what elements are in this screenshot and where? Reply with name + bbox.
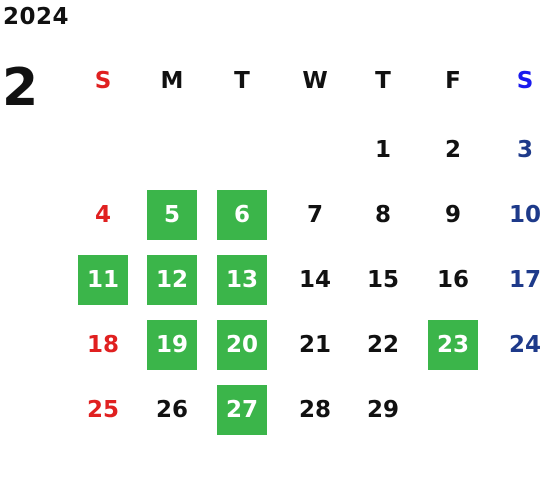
day-cell-21[interactable]: 21 [298, 332, 331, 358]
day-cell-18[interactable]: 18 [86, 332, 119, 358]
day-cell-10[interactable]: 10 [508, 202, 541, 228]
day-cell-8[interactable]: 8 [374, 202, 391, 228]
day-cell-9[interactable]: 9 [444, 202, 461, 228]
weekday-label: S [94, 68, 112, 94]
weekday-label: S [516, 68, 534, 94]
day-cell-13[interactable]: 13 [217, 255, 267, 305]
weekday-label: F [445, 68, 461, 94]
day-cell-16[interactable]: 16 [436, 267, 469, 293]
day-cell-29[interactable]: 29 [366, 397, 399, 423]
day-cell-5[interactable]: 5 [147, 190, 197, 240]
weekday-label: M [160, 68, 184, 94]
day-cell-26[interactable]: 26 [155, 397, 188, 423]
month-number: 2 [2, 58, 39, 118]
day-cell-6[interactable]: 6 [217, 190, 267, 240]
day-cell-20[interactable]: 20 [217, 320, 267, 370]
weekday-label: W [302, 68, 328, 94]
day-cell-4[interactable]: 4 [94, 202, 111, 228]
day-cell-11[interactable]: 11 [78, 255, 128, 305]
day-cell-23[interactable]: 23 [428, 320, 478, 370]
day-cell-28[interactable]: 28 [298, 397, 331, 423]
day-cell-25[interactable]: 25 [86, 397, 119, 423]
day-cell-14[interactable]: 14 [298, 267, 331, 293]
year-label: 2024 [3, 4, 70, 30]
day-cell-17[interactable]: 17 [508, 267, 541, 293]
day-cell-24[interactable]: 24 [508, 332, 541, 358]
weekday-label: T [375, 68, 391, 94]
day-cell-15[interactable]: 15 [366, 267, 399, 293]
weekday-label: T [234, 68, 250, 94]
day-cell-2[interactable]: 2 [444, 137, 461, 163]
day-cell-7[interactable]: 7 [306, 202, 323, 228]
day-cell-19[interactable]: 19 [147, 320, 197, 370]
day-cell-1[interactable]: 1 [374, 137, 391, 163]
day-cell-12[interactable]: 12 [147, 255, 197, 305]
day-cell-3[interactable]: 3 [516, 137, 533, 163]
day-cell-22[interactable]: 22 [366, 332, 399, 358]
day-cell-27[interactable]: 27 [217, 385, 267, 435]
